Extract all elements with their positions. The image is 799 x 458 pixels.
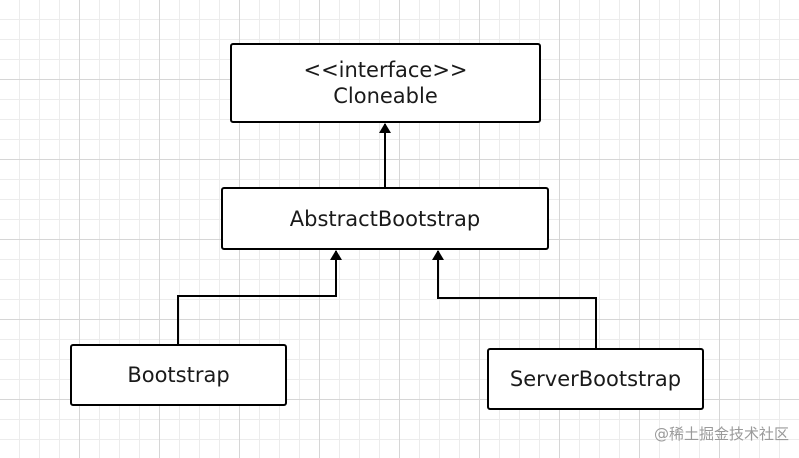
cloneable-stereotype-label: <<interface>> [303,58,468,82]
server-bootstrap-node: ServerBootstrap [487,348,704,410]
bootstrap-node: Bootstrap [70,344,287,406]
server-bootstrap-label: ServerBootstrap [509,367,682,391]
edge-bootstrap-to-abstract [177,250,342,344]
abstract-bootstrap-label: AbstractBootstrap [289,206,481,231]
bootstrap-label: Bootstrap [127,363,230,387]
cloneable-interface-node: <<interface>> Cloneable [230,43,541,123]
cloneable-name-label: Cloneable [333,84,438,108]
watermark: @稀土掘金技术社区 [653,425,789,443]
edge-server-to-abstract [432,250,597,348]
abstract-bootstrap-node: AbstractBootstrap [221,187,549,250]
